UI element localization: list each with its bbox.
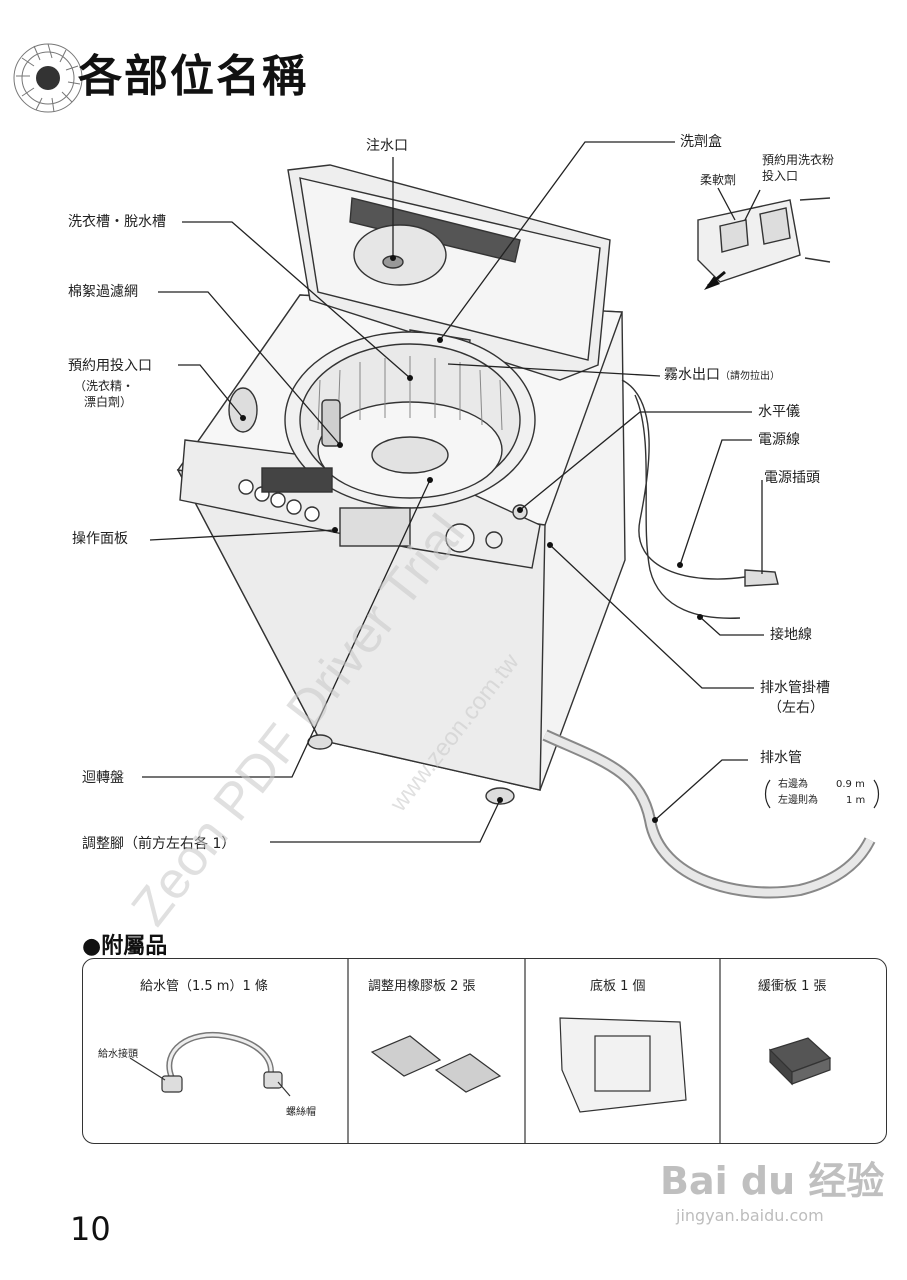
label-level: 水平儀 xyxy=(758,404,800,420)
accessory-cushion-label: 緩衝板 1 張 xyxy=(758,979,827,994)
accessory-pads-label: 調整用橡膠板 2 張 xyxy=(368,979,476,994)
drain-left-value: 1 m xyxy=(846,795,866,806)
label-drain-hook-2: （左右） xyxy=(768,700,824,716)
accessories-table xyxy=(82,958,887,1144)
label-detergent-box: 洗劑盒 xyxy=(680,134,722,150)
label-ground-wire: 接地線 xyxy=(770,627,812,643)
drain-right-value: 0.9 m xyxy=(836,779,865,790)
label-lint-filter: 棉絮過濾網 xyxy=(68,284,138,300)
label-reserve-powder-1: 預約用洗衣粉 xyxy=(762,153,835,167)
label-reserve-powder-2: 投入口 xyxy=(762,169,799,183)
accessory-base-label: 底板 1 個 xyxy=(590,979,646,994)
label-reserve-inlet-1: 預約用投入口 xyxy=(68,358,152,374)
label-water-inlet: 注水口 xyxy=(366,138,408,154)
mist-outlet-note: （請勿拉出） xyxy=(720,371,780,382)
accessory-hose-sub1: 給水接頭 xyxy=(98,1049,138,1060)
baidu-watermark-url: jingyan.baidu.com xyxy=(676,1206,824,1225)
label-pulsator: 迴轉盤 xyxy=(82,770,124,786)
baidu-watermark: Bai du 经验 xyxy=(660,1159,885,1203)
title-decoration-icon xyxy=(13,43,83,113)
label-drain-hose: 排水管 xyxy=(760,750,802,766)
label-control-panel: 操作面板 xyxy=(72,531,128,547)
mist-outlet-text: 霧水出口 xyxy=(664,367,720,383)
label-reserve-inlet-3: 漂白劑） xyxy=(84,395,133,409)
accessories-heading: ●附屬品 xyxy=(82,934,168,959)
label-mist-outlet: 霧水出口（請勿拉出） xyxy=(664,367,780,385)
page-number: 10 xyxy=(70,1210,111,1248)
label-drain-hook-1: 排水管掛槽 xyxy=(760,680,830,696)
accessory-hose-sub2: 螺絲帽 xyxy=(286,1107,316,1118)
label-reserve-inlet-2: （洗衣精・ xyxy=(74,379,135,393)
label-tub: 洗衣槽・脫水槽 xyxy=(68,214,166,230)
label-power-plug: 電源插頭 xyxy=(764,470,820,486)
label-leveling-feet: 調整腳（前方左右各 1） xyxy=(82,836,236,852)
drain-left-label: 左邊則為 xyxy=(778,795,818,806)
drain-right-label: 右邊為 xyxy=(778,779,808,790)
accessory-hose-label: 給水管（1.5 m）1 條 xyxy=(140,979,268,994)
page-title: 各部位名稱 xyxy=(78,51,308,102)
label-power-cord: 電源線 xyxy=(758,432,800,448)
label-softener: 柔軟劑 xyxy=(700,173,737,187)
